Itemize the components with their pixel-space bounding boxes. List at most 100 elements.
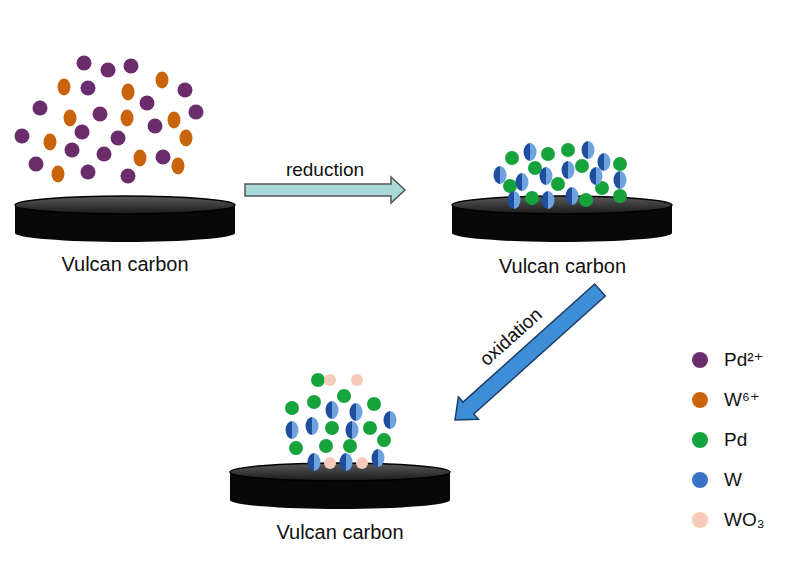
pd-ion — [15, 129, 30, 144]
w-atom — [524, 143, 537, 161]
pd-atom — [551, 177, 565, 191]
pd-ion — [178, 83, 193, 98]
pd-ion — [189, 105, 204, 120]
reduced-cluster — [494, 141, 628, 209]
carbon-disc — [230, 463, 450, 509]
pd-atom — [307, 395, 321, 409]
pd-atom — [311, 373, 325, 387]
pd-ion — [124, 59, 139, 74]
legend-swatch-box — [688, 508, 712, 532]
legend-label: W — [724, 468, 742, 492]
process-arrow — [245, 177, 405, 203]
wo3-particle — [351, 374, 363, 386]
w-ion — [44, 134, 57, 151]
support-label: Vulcan carbon — [61, 252, 188, 276]
pd-atom — [579, 193, 593, 207]
legend-swatch — [692, 352, 708, 368]
legend-row: Pd — [688, 420, 764, 460]
w-atom — [598, 153, 611, 171]
w-atom — [384, 411, 397, 429]
w-ion — [172, 158, 185, 175]
support-label: Vulcan carbon — [276, 520, 403, 544]
pd-atom — [541, 147, 555, 161]
legend-swatch — [692, 472, 708, 488]
pd-atom — [367, 397, 381, 411]
w-atom — [286, 421, 299, 439]
pd-ion — [81, 81, 96, 96]
pd-ion — [65, 143, 80, 158]
legend-row: W — [688, 460, 764, 500]
legend-swatch-box — [688, 388, 712, 412]
w-atom — [508, 191, 521, 209]
pd-atom — [575, 159, 589, 173]
pd-ion — [97, 147, 112, 162]
legend-swatch — [692, 432, 708, 448]
pd-ion — [101, 63, 116, 78]
pd-atom — [289, 441, 303, 455]
legend-label: Pd²⁺ — [724, 348, 764, 372]
w-ion — [134, 150, 147, 167]
w-atom — [566, 187, 579, 205]
legend: Pd²⁺ W⁶⁺ PdW WO₃ — [688, 340, 764, 540]
pd-ion — [81, 165, 96, 180]
pd-ion — [111, 131, 126, 146]
legend-label: W⁶⁺ — [724, 388, 760, 412]
w-atom — [350, 403, 363, 421]
pd-atom — [561, 143, 575, 157]
pd-ion — [156, 150, 171, 165]
pd-atom — [337, 389, 351, 403]
w-ion — [156, 72, 169, 89]
pd-atom — [377, 433, 391, 447]
wo3-particle — [324, 374, 336, 386]
carbon-disc — [452, 196, 672, 242]
w-atom — [326, 401, 339, 419]
pd-atom — [343, 439, 357, 453]
pd-atom — [319, 439, 333, 453]
support-label: Vulcan carbon — [499, 254, 626, 278]
w-atom — [542, 191, 555, 209]
pd-ion — [93, 107, 108, 122]
support-stage: Vulcan carbon — [225, 360, 455, 546]
w-atom — [494, 166, 507, 184]
w-atom — [562, 161, 575, 179]
legend-swatch-box — [688, 348, 712, 372]
w-ion — [180, 130, 193, 147]
w-atom — [614, 171, 627, 189]
w-ion — [122, 84, 135, 101]
w-atom — [308, 453, 321, 471]
carbon-disc — [15, 196, 235, 242]
pd-ion — [148, 119, 163, 134]
legend-swatch-box — [688, 428, 712, 452]
legend-label: WO₃ — [724, 508, 764, 532]
w-atom — [516, 173, 529, 191]
pd-ion — [33, 101, 48, 116]
pd-atom — [363, 421, 377, 435]
pd-atom — [503, 179, 517, 193]
legend-swatch — [692, 392, 708, 408]
w-atom — [340, 453, 353, 471]
w-ion — [58, 79, 71, 96]
w-ion — [52, 166, 65, 183]
legend-row: WO₃ — [688, 500, 764, 540]
w-ion — [64, 110, 77, 127]
support-stage: Vulcan carbon — [5, 45, 245, 280]
wo3-particle — [324, 457, 336, 469]
process-arrow — [455, 284, 605, 420]
support-stage: Vulcan carbon — [405, 130, 720, 290]
w-atom — [306, 417, 319, 435]
pd-ion — [121, 169, 136, 184]
legend-row: Pd²⁺ — [688, 340, 764, 380]
pd-atom — [505, 151, 519, 165]
w-ion — [168, 112, 181, 129]
w-atom — [346, 421, 359, 439]
pd-ion — [29, 157, 44, 172]
pd-ion — [75, 125, 90, 140]
pd-atom — [285, 401, 299, 415]
step-label: reduction — [284, 159, 366, 181]
pd-ion — [140, 96, 155, 111]
oxidized-cluster — [285, 373, 397, 471]
pd-atom — [525, 191, 539, 205]
w-ion — [121, 110, 134, 127]
